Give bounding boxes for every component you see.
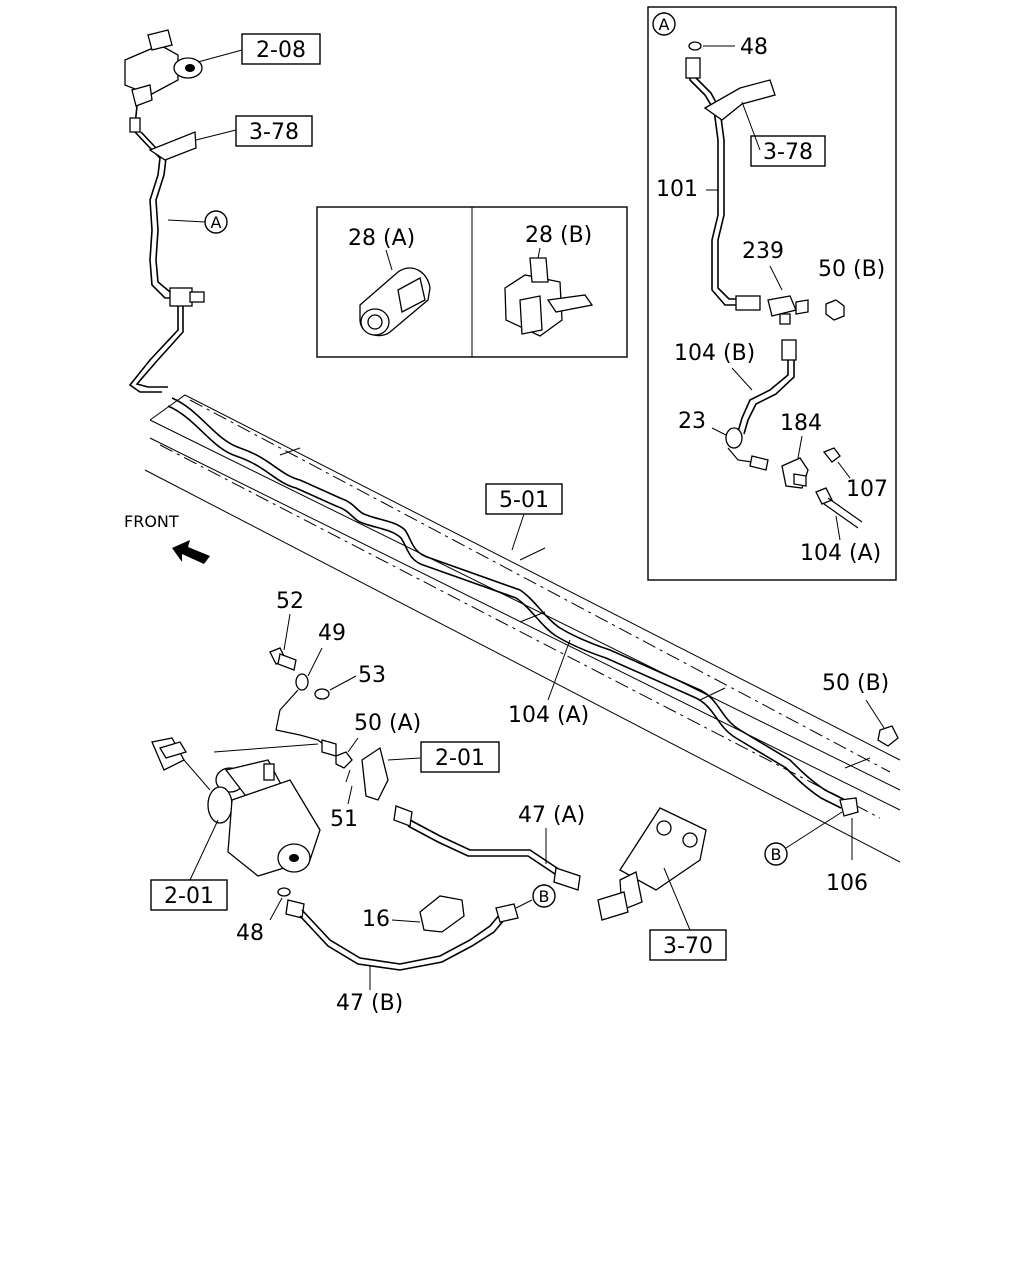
part-label-a_inset: A	[659, 15, 670, 34]
part-label-p53: 53	[358, 663, 386, 688]
part-label-r378_inset: 3-78	[763, 140, 813, 165]
part-label-front: FRONT	[124, 512, 179, 531]
part-label-p47b: 47 (B)	[336, 991, 403, 1016]
frame-rail	[144, 394, 901, 863]
part-label-p47a: 47 (A)	[518, 803, 585, 828]
part-label-p52: 52	[276, 589, 304, 614]
part-label-p51: 51	[330, 807, 358, 832]
part-label-p104b: 104 (B)	[674, 341, 755, 366]
part-label-left_label: 28 (A)	[348, 226, 415, 251]
part-label-r208: 2-08	[256, 38, 306, 63]
detail-box-28: 28 (A) 28 (B)	[316, 206, 628, 358]
lower-assembly: 52 49 53 50 (A) 51 2-01 104 (A) 50 (B)	[150, 589, 899, 1016]
part-label-b_right: B	[771, 845, 782, 864]
part-label-p101: 101	[656, 177, 698, 202]
part-label-a_main: A	[211, 213, 222, 232]
part-label-r201_left: 2-01	[164, 884, 214, 909]
part-label-p50a: 50 (A)	[354, 711, 421, 736]
part-label-p107: 107	[846, 477, 888, 502]
part-label-p48: 48	[236, 921, 264, 946]
callout-a-main: A	[204, 210, 228, 234]
reservoir-assembly	[124, 29, 237, 393]
part-label-b_main: B	[539, 887, 550, 906]
part-label-r201_mid: 2-01	[435, 746, 485, 771]
part-label-p184: 184	[780, 411, 822, 436]
part-label-p50b: 50 (B)	[822, 671, 889, 696]
part-label-r370: 3-70	[663, 934, 713, 959]
part-label-p48: 48	[740, 35, 768, 60]
front-indicator: FRONT	[124, 512, 210, 564]
part-label-p104a: 104 (A)	[800, 541, 881, 566]
part-label-p23: 23	[678, 409, 706, 434]
part-label-p106: 106	[826, 871, 868, 896]
part-label-r378_main: 3-78	[249, 120, 299, 145]
ref-box-2-08[interactable]: 2-08	[197, 33, 321, 65]
part-label-r501: 5-01	[499, 488, 549, 513]
part-label-p16: 16	[362, 907, 390, 932]
part-label-right_label: 28 (B)	[525, 223, 592, 248]
ref-box-3-78-main[interactable]: 3-78	[235, 115, 313, 147]
part-label-p104a: 104 (A)	[508, 703, 589, 728]
part-label-p50b: 50 (B)	[818, 257, 885, 282]
ref-box-5-01[interactable]: 5-01	[485, 483, 563, 551]
part-label-p49: 49	[318, 621, 346, 646]
pipe-104a	[167, 397, 846, 809]
inset-panel-a: A 48 3-78 101 239 50 (B) 104 (B) 23 184	[647, 6, 897, 581]
front-arrow-icon	[172, 540, 210, 564]
part-label-p239: 239	[742, 239, 784, 264]
